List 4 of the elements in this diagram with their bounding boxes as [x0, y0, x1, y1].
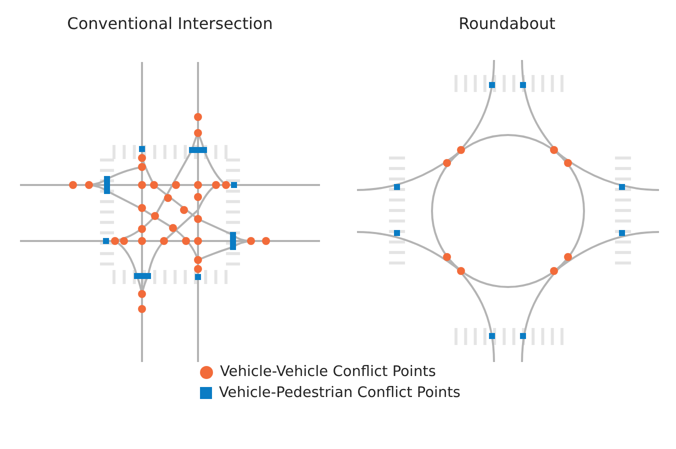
legend-text: Vehicle-Pedestrian Conflict Points [219, 385, 460, 401]
panel-heading: Roundabout [458, 14, 556, 33]
panel-heading: Conventional Intersection [67, 14, 273, 33]
legend-text: Vehicle-Vehicle Conflict Points [220, 364, 436, 380]
